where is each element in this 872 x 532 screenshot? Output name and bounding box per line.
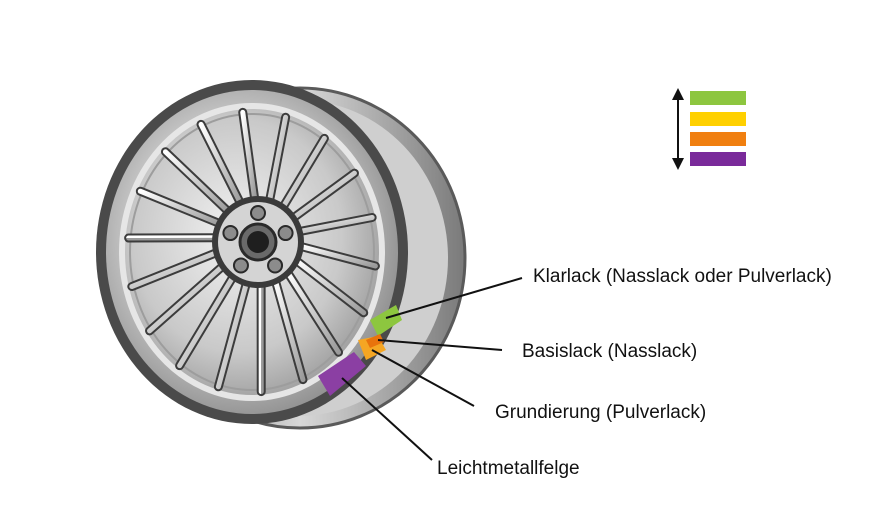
legend-bar-clear — [690, 91, 746, 105]
spoke-highlight — [215, 279, 250, 390]
spoke-highlight — [296, 214, 375, 235]
layer-segment-prime — [366, 334, 384, 348]
spoke-highlight — [272, 277, 306, 383]
legend-arrow-up — [672, 88, 684, 100]
label-base-coat: Basislack (Nasslack) — [522, 341, 698, 362]
leader-lines — [341, 277, 523, 461]
lug-nut — [267, 257, 284, 274]
paint-layer-segments — [318, 305, 402, 396]
spoke-highlight — [137, 188, 223, 227]
layer-segment-clear — [370, 305, 402, 336]
leader-clear — [385, 277, 523, 319]
legend-bar-base — [690, 112, 746, 126]
spoke-highlight — [240, 109, 258, 203]
lug-nut — [222, 225, 239, 242]
spoke-highlight — [293, 257, 367, 316]
legend-arrow-down — [672, 158, 684, 170]
rim-spokes — [124, 107, 380, 397]
legend-bar-rim — [690, 152, 746, 166]
spoke-highlight — [284, 269, 342, 355]
spoke-highlight — [177, 273, 236, 369]
spoke-highlight — [297, 243, 378, 269]
spoke-highlight — [129, 249, 220, 290]
leader-prime — [371, 349, 475, 407]
lug-nut — [250, 205, 266, 221]
layer-legend — [672, 88, 746, 170]
lug-nut — [232, 257, 249, 274]
label-clear-coat: Klarlack (Nasslack oder Pulverlack) — [533, 266, 832, 287]
label-alloy-rim: Leichtmetallfelge — [437, 458, 580, 479]
spoke-highlight — [147, 263, 226, 334]
leader-rim — [341, 377, 433, 461]
rim-hub — [212, 196, 304, 288]
spoke-highlight — [290, 170, 357, 221]
spoke-highlight — [198, 121, 244, 207]
legend-bar-prime — [690, 132, 746, 146]
spoke-highlight — [280, 135, 327, 211]
spoke-highlight — [162, 149, 232, 215]
layer-segment-rim — [318, 352, 366, 396]
lug-nut — [277, 225, 294, 242]
spoke-highlight — [266, 114, 289, 205]
lug-nuts — [222, 205, 294, 274]
leader-base — [377, 339, 503, 351]
label-primer: Grundierung (Pulverlack) — [495, 402, 707, 423]
